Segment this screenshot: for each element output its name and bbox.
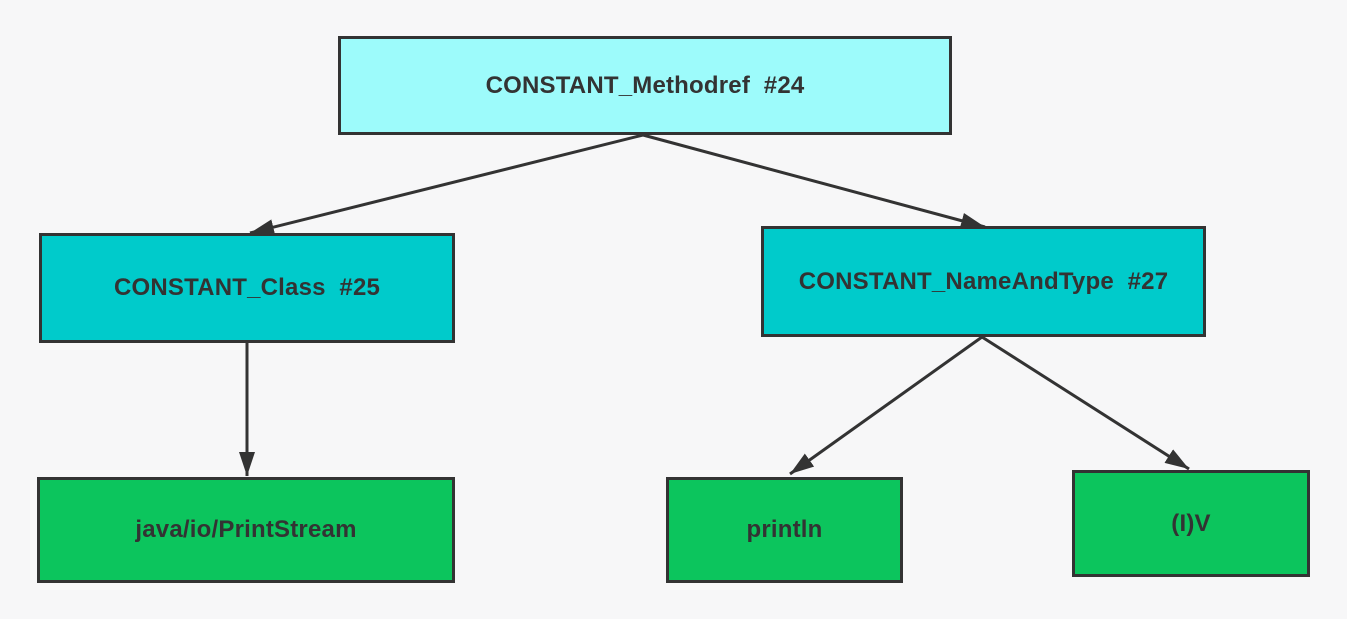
node-constant-class: CONSTANT_Class #25 bbox=[39, 233, 455, 343]
node-printstream-utf8-label: java/io/PrintStream bbox=[135, 516, 357, 543]
node-println-utf8: println bbox=[666, 477, 903, 583]
arrow-nameandtype-to-println bbox=[789, 335, 983, 476]
node-method-descriptor: (I)V bbox=[1072, 470, 1310, 577]
node-method-descriptor-label: (I)V bbox=[1171, 509, 1211, 537]
arrow-nameandtype-to-descriptor bbox=[981, 335, 1190, 471]
arrow-methodref-to-class bbox=[249, 133, 644, 235]
node-constant-class-label: CONSTANT_Class #25 bbox=[113, 274, 381, 301]
node-constant-methodref: CONSTANT_Methodref #24 bbox=[338, 36, 952, 135]
node-constant-nameandtype-label: CONSTANT_NameAndType #27 bbox=[798, 267, 1169, 295]
arrow-methodref-to-nameandtype bbox=[642, 133, 986, 229]
node-println-utf8-label: println bbox=[746, 516, 823, 543]
node-constant-methodref-label: CONSTANT_Methodref #24 bbox=[485, 71, 805, 99]
node-constant-nameandtype: CONSTANT_NameAndType #27 bbox=[761, 226, 1206, 337]
node-printstream-utf8: java/io/PrintStream bbox=[37, 477, 455, 583]
